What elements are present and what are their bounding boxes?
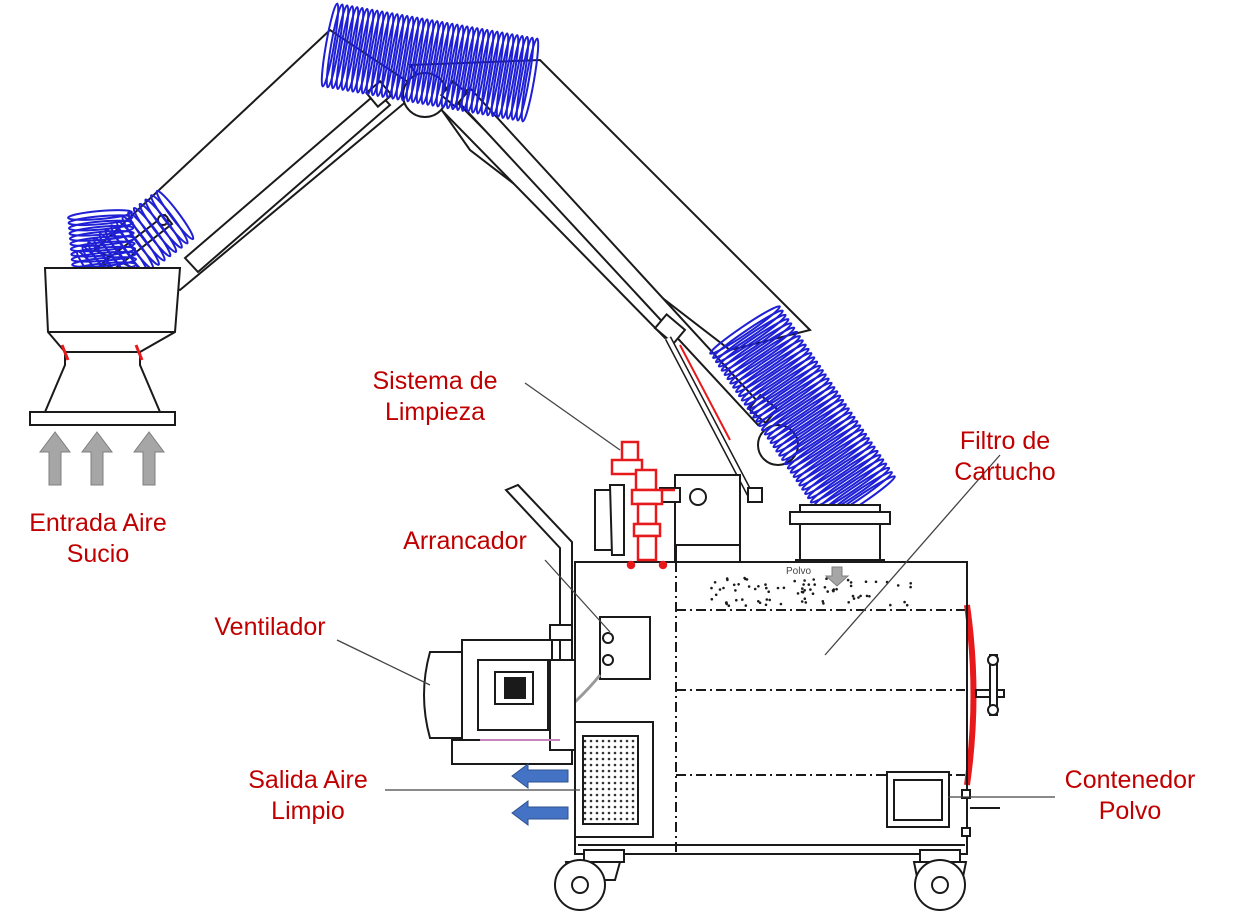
hose-upper-bellow xyxy=(320,2,540,123)
inlet-hood xyxy=(29,267,182,426)
label-clean-air-outlet: Salida Aire Limpio xyxy=(248,766,368,825)
fan-motor xyxy=(423,639,576,765)
starter-box xyxy=(544,616,651,730)
dust-container-window xyxy=(886,771,1000,837)
cabinet-door xyxy=(964,604,1005,786)
label-dust: Polvo xyxy=(786,566,812,577)
cleaning-assembly xyxy=(594,474,741,563)
caster-wheels xyxy=(554,849,968,911)
hose-lower-bellow xyxy=(709,305,896,525)
label-starter: Arrancador xyxy=(403,527,527,555)
gas-strut xyxy=(664,336,763,503)
label-cartridge-filter: Filtro de Cartucho xyxy=(954,427,1056,486)
label-dust-container: Contenedor Polvo xyxy=(1064,766,1196,825)
leader-lines xyxy=(336,382,1055,798)
outlet-grille xyxy=(574,721,654,838)
label-dirty-air-inlet: Entrada Aire Sucio xyxy=(29,509,167,568)
arrow-up-icon xyxy=(39,431,165,486)
arrow-down-icon xyxy=(824,566,850,587)
cleaning-valves xyxy=(610,440,675,570)
hose-flange xyxy=(789,504,891,567)
label-fan: Ventilador xyxy=(214,613,326,641)
label-cleaning-system: Sistema de Limpieza xyxy=(372,367,498,426)
arrow-left-icon xyxy=(511,763,569,826)
dust-particles xyxy=(710,576,912,607)
